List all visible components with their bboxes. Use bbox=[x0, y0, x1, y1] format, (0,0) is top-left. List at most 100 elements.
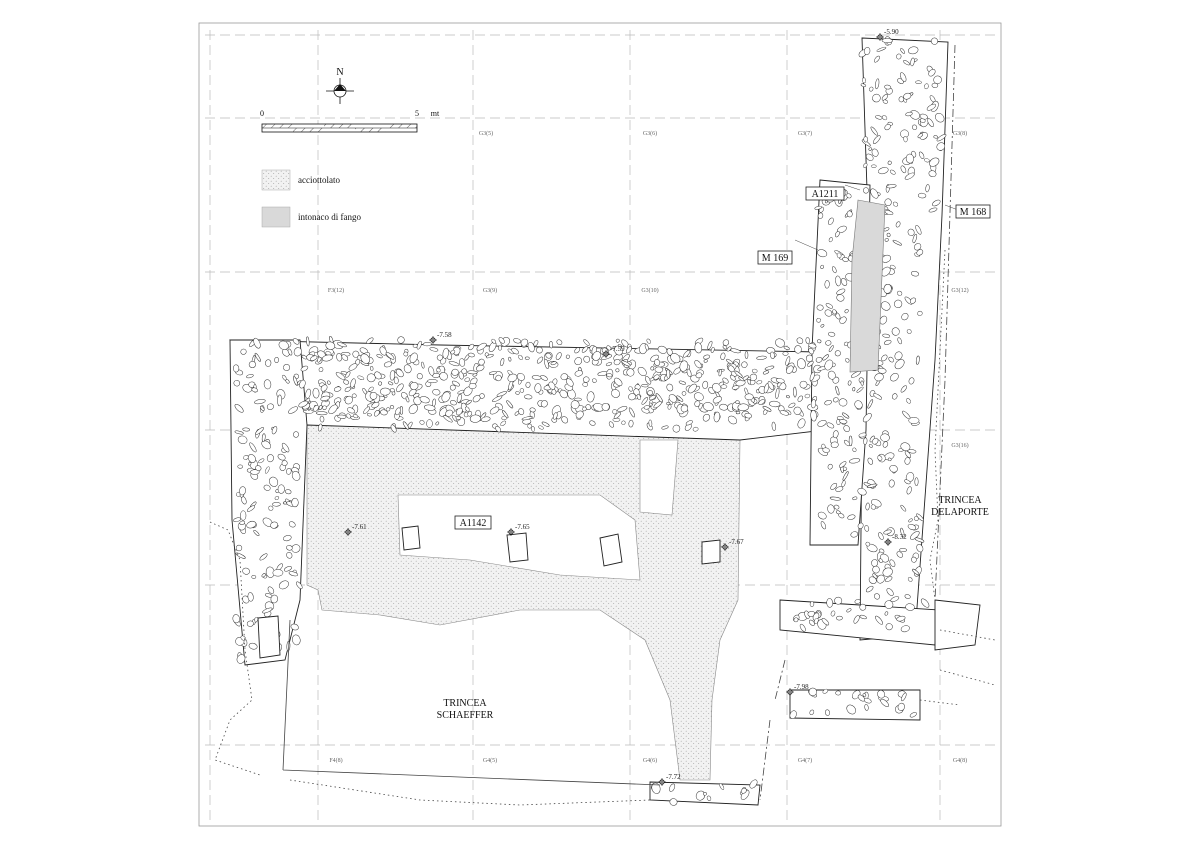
stone bbox=[928, 68, 936, 77]
stone bbox=[775, 387, 780, 400]
stone bbox=[908, 377, 915, 385]
stone bbox=[350, 378, 356, 388]
stone bbox=[794, 345, 802, 354]
stone bbox=[915, 80, 922, 85]
stone bbox=[891, 327, 900, 336]
stone bbox=[254, 399, 266, 405]
stone bbox=[260, 405, 265, 411]
stone bbox=[824, 280, 830, 289]
stone bbox=[841, 480, 846, 488]
stone bbox=[247, 454, 256, 463]
stone bbox=[237, 435, 248, 444]
stone bbox=[518, 408, 525, 415]
elevation-marker: -7.65 bbox=[507, 523, 530, 536]
stone bbox=[786, 365, 794, 374]
stone bbox=[881, 354, 888, 362]
elevation-label: -7.58 bbox=[437, 331, 452, 339]
stone bbox=[897, 290, 903, 296]
stone bbox=[813, 364, 822, 374]
stone bbox=[281, 460, 288, 466]
stone bbox=[870, 164, 877, 168]
stone bbox=[239, 486, 246, 496]
stone bbox=[450, 400, 457, 406]
stone bbox=[606, 373, 613, 378]
stone bbox=[344, 395, 353, 405]
grid-label: G3(16) bbox=[951, 442, 968, 449]
stone bbox=[550, 361, 557, 366]
stone bbox=[270, 594, 278, 604]
stone bbox=[830, 482, 838, 490]
stone bbox=[626, 346, 632, 354]
stone bbox=[848, 435, 853, 447]
stone bbox=[933, 75, 942, 84]
stone bbox=[729, 374, 736, 381]
stone bbox=[445, 409, 453, 417]
stone bbox=[405, 396, 410, 403]
stone bbox=[519, 388, 525, 393]
stone bbox=[735, 400, 740, 405]
stone bbox=[853, 615, 860, 624]
stone bbox=[239, 520, 245, 525]
mud-plaster bbox=[849, 199, 886, 373]
stone bbox=[863, 136, 868, 143]
stone bbox=[830, 610, 836, 617]
stone bbox=[379, 346, 387, 356]
stone bbox=[912, 233, 918, 244]
stone bbox=[362, 388, 368, 395]
stone bbox=[436, 354, 443, 361]
trench-delaporte-line2: DELAPORTE bbox=[931, 507, 989, 518]
stone bbox=[887, 457, 892, 462]
stone bbox=[628, 407, 635, 418]
stone bbox=[637, 366, 647, 377]
stone bbox=[248, 361, 256, 368]
stone bbox=[847, 514, 856, 520]
stone bbox=[836, 288, 846, 295]
stone bbox=[267, 586, 275, 594]
stone bbox=[883, 339, 892, 345]
stone bbox=[832, 266, 837, 274]
stone bbox=[278, 580, 289, 590]
stone bbox=[366, 373, 376, 383]
stone bbox=[465, 406, 470, 412]
stone bbox=[452, 346, 461, 356]
stone bbox=[521, 416, 533, 421]
stone bbox=[253, 530, 260, 536]
stone bbox=[917, 192, 927, 199]
stone bbox=[916, 249, 924, 256]
stone bbox=[738, 376, 745, 382]
stone bbox=[863, 437, 868, 445]
stone bbox=[261, 440, 272, 450]
stone bbox=[266, 454, 274, 463]
stone bbox=[881, 38, 893, 43]
stone bbox=[419, 420, 425, 425]
stone bbox=[242, 567, 250, 575]
stone bbox=[863, 187, 869, 194]
stone bbox=[900, 48, 905, 54]
label-m168: M 168 bbox=[960, 207, 986, 218]
stone bbox=[370, 366, 374, 371]
stone bbox=[506, 400, 514, 409]
stone bbox=[906, 398, 911, 404]
stone bbox=[246, 521, 257, 529]
stone bbox=[538, 425, 544, 430]
stone bbox=[296, 581, 303, 590]
stone bbox=[250, 469, 260, 475]
stone bbox=[852, 496, 858, 501]
stone bbox=[641, 397, 649, 405]
stone bbox=[888, 356, 894, 363]
legend-swatch-mud bbox=[261, 206, 291, 228]
stone bbox=[492, 395, 503, 402]
grid-label: G4(6) bbox=[643, 757, 657, 764]
elevation-marker: -7.72 bbox=[658, 773, 681, 786]
stone bbox=[872, 93, 881, 103]
stone bbox=[822, 688, 828, 694]
stone bbox=[283, 566, 292, 572]
stone bbox=[907, 523, 917, 531]
stone bbox=[931, 37, 938, 45]
stone bbox=[703, 792, 707, 796]
stone bbox=[796, 337, 804, 344]
stone bbox=[508, 356, 512, 362]
stone bbox=[707, 340, 713, 350]
stone bbox=[668, 394, 678, 403]
stone bbox=[817, 249, 828, 258]
